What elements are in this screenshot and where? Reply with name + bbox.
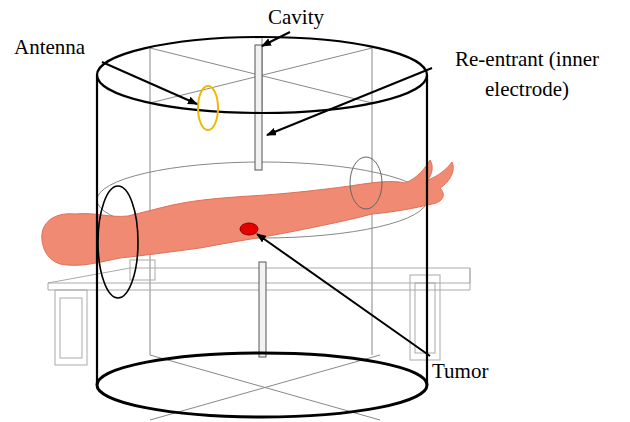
human-body xyxy=(42,160,453,265)
patient-table xyxy=(48,260,470,365)
cavity-label: Cavity xyxy=(268,2,368,32)
electrode-label: Re-entrant (inner electrode) xyxy=(436,44,618,104)
antenna-label: Antenna xyxy=(14,32,114,62)
cavity-openings xyxy=(98,157,382,298)
cavity-cylinder xyxy=(97,37,427,417)
tumor-label: Tumor xyxy=(432,356,532,386)
leader-arrows xyxy=(102,32,432,356)
antenna-loop xyxy=(198,86,218,130)
tumor-dot xyxy=(240,223,258,235)
